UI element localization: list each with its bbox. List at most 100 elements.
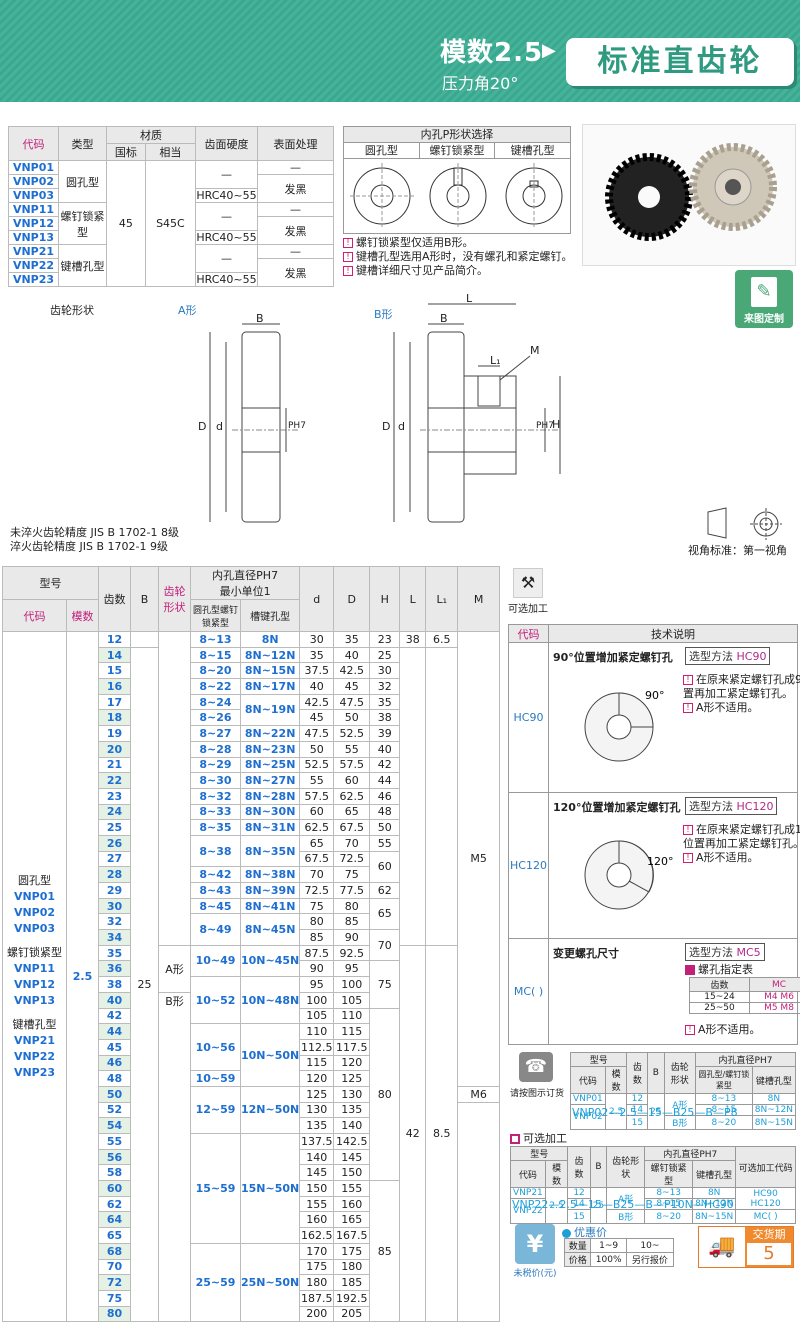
svg-text:B: B	[440, 312, 448, 325]
gear-shape-label: 齿轮形状	[50, 304, 94, 317]
accuracy-hardened: 淬火齿轮精度 JIS B 1702-1 9级	[10, 540, 168, 553]
view-standard: 视角标准：第一视角	[688, 544, 787, 557]
hole-shapes-drawing	[350, 163, 563, 229]
svg-text:D: D	[382, 420, 390, 433]
shape-a-label: A形	[178, 304, 197, 317]
product-photo	[582, 124, 796, 266]
hole-note: !螺钉锁紧型仅适用B形。	[343, 236, 583, 250]
document-icon: ✎	[751, 277, 777, 307]
steel-gear-image	[689, 143, 777, 231]
svg-text:L₁: L₁	[490, 354, 501, 367]
pressure-angle: 压力角20°	[442, 74, 519, 93]
discount-title: 优惠价	[562, 1224, 607, 1240]
order-example-code: VNP02—2.5—15—B25—B—P8	[572, 1106, 738, 1119]
hole-note: !键槽孔型选用A形时，没有螺孔和紧定螺钉。	[343, 250, 583, 264]
optional-processing-block: ⚒ 可选加工	[508, 566, 548, 622]
svg-text:PH7: PH7	[288, 421, 306, 431]
hole-notes: !螺钉锁紧型仅适用B形。 !键槽孔型选用A形时，没有螺孔和紧定螺钉。 !键槽详细…	[343, 236, 583, 278]
truck-icon: 🚚	[699, 1227, 745, 1267]
tech-row-hc90: 90°位置增加紧定螺钉孔 选型方法 HC90 90° !在原来紧定螺钉孔成90°…	[548, 642, 800, 793]
hole-key-label: 键槽孔型	[510, 144, 555, 157]
hole-shape-title: 内孔P形状选择	[344, 127, 570, 143]
svg-text:H: H	[552, 418, 560, 431]
order-example-block: ☎ 请按图示订货	[510, 1052, 564, 1106]
hc120-drawing: 120°	[584, 840, 674, 910]
svg-text:d: d	[398, 420, 405, 433]
hole-shape-panel: 内孔P形状选择 圆孔型 螺钉锁紧型 键槽孔型	[343, 126, 571, 234]
svg-text:L: L	[466, 292, 473, 305]
hole-round-label: 圆孔型	[344, 143, 420, 158]
custom-drawing-button[interactable]: ✎ 来图定制	[735, 270, 793, 328]
gear-drawing: 齿轮形状 A形 B形 B	[0, 280, 800, 570]
svg-text:90°: 90°	[645, 689, 665, 702]
phone-icon: ☎	[519, 1052, 553, 1082]
tech-code-mc: MC( )	[508, 938, 549, 1045]
yuan-icon: ¥	[515, 1224, 555, 1264]
price-block: ¥ 未税价(元)	[510, 1224, 560, 1279]
product-badge: 标准直齿轮	[566, 38, 794, 86]
tech-code-hc120: HC120	[508, 792, 549, 939]
tech-table: 代码技术说明 HC90 90°位置增加紧定螺钉孔 选型方法 HC90 90° !…	[508, 624, 800, 1045]
svg-text:D: D	[198, 420, 206, 433]
svg-text:M: M	[530, 344, 540, 357]
black-gear-image	[605, 153, 693, 241]
svg-text:d: d	[216, 420, 223, 433]
svg-text:B: B	[256, 312, 264, 325]
module-title: 模数2.5	[440, 38, 544, 68]
drill-icon: ⚒	[513, 568, 543, 598]
shape-b-label: B形	[374, 308, 393, 321]
svg-text:PH7: PH7	[536, 421, 554, 431]
technical-drawing: B D d PH7 L B L₁ M D d PH7 H	[198, 292, 782, 540]
hc90-drawing: 90°	[584, 689, 665, 762]
delivery-block: 🚚 交货期 5	[698, 1226, 794, 1268]
hole-note: !键槽详细尺寸见产品简介。	[343, 264, 583, 278]
optional-title: 可选加工	[510, 1130, 567, 1146]
accuracy-unhardened: 未淬火齿轮精度 JIS B 1702-1 8级	[10, 526, 179, 539]
arrow-right-icon: ▶	[542, 40, 556, 61]
optional-example-code: VNP22—2.5—15—B25—B—P10N—HC90	[512, 1198, 734, 1211]
tech-row-hc120: 120°位置增加紧定螺钉孔 选型方法 HC120 120° !在原来紧定螺钉孔成…	[548, 792, 800, 939]
svg-text:120°: 120°	[647, 855, 674, 868]
tech-code-hc90: HC90	[508, 642, 549, 793]
